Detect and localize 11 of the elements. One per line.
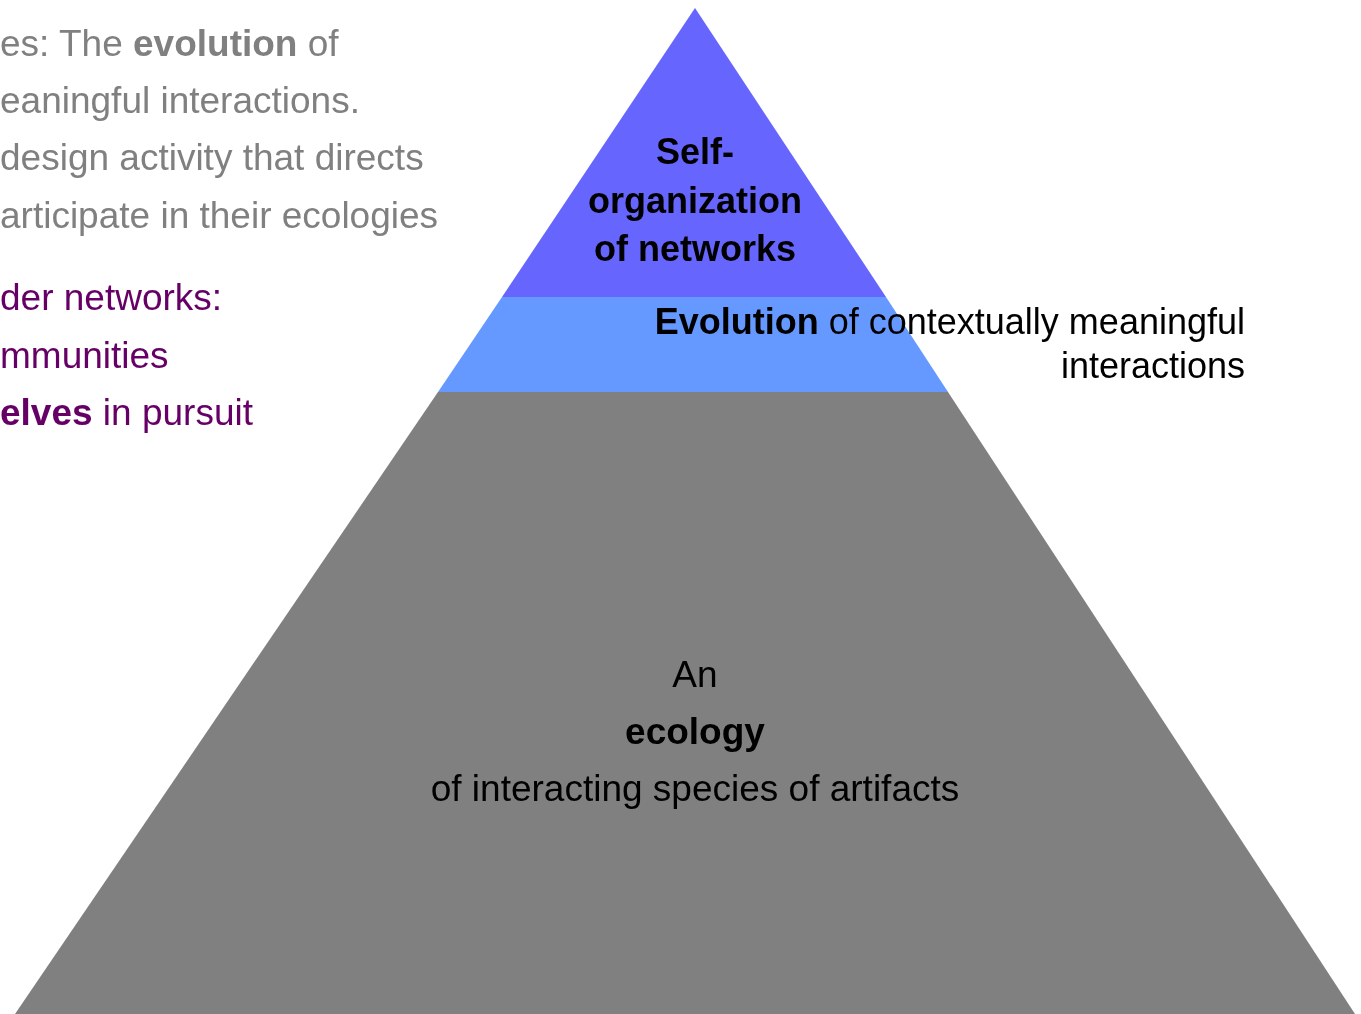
band-label: An — [671, 653, 719, 697]
text-line: der networks: — [0, 276, 223, 320]
band-label: of interacting species of artifacts — [429, 767, 961, 811]
band-label: Self-organization of networks — [587, 130, 803, 272]
text-line: mmunities — [0, 334, 169, 378]
text-line: elves in pursuit — [0, 391, 253, 435]
band-label: ecology — [624, 710, 766, 754]
text-line: es: The evolution of — [0, 22, 339, 66]
text-line: articipate in their ecologies — [0, 194, 439, 238]
text-line: eaningful interactions. — [0, 79, 360, 123]
text-line: design activity that directs — [0, 136, 424, 180]
